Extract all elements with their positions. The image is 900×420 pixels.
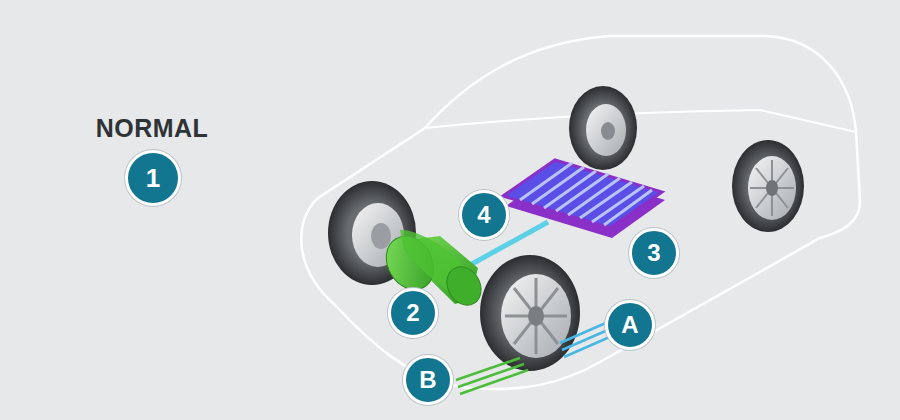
car-beltline [425, 110, 856, 132]
callout-number: 2 [388, 288, 438, 338]
wheel [480, 255, 580, 371]
mode-title: NORMAL [96, 114, 209, 143]
callout-number: 3 [629, 228, 679, 278]
callout-number: 1 [125, 150, 181, 206]
callout-number: 4 [459, 190, 509, 240]
callout-number: B [403, 355, 453, 405]
wheel [732, 140, 804, 232]
callout-number: A [605, 300, 655, 350]
battery-pack [503, 160, 665, 238]
energy-flow-lines [456, 358, 528, 394]
wheel [569, 86, 637, 170]
car-outline [301, 36, 860, 389]
